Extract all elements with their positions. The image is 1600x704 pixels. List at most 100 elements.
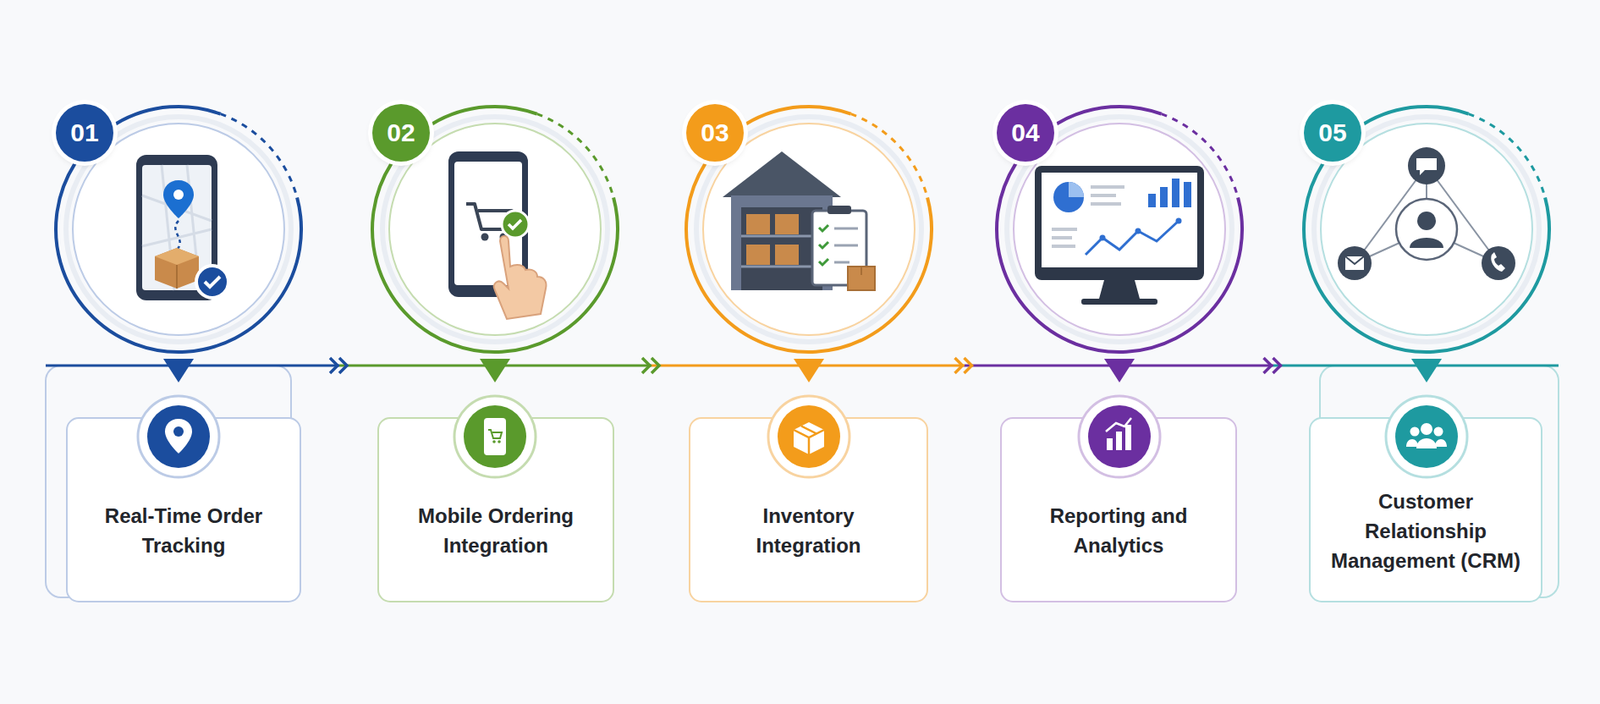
tracking-illustration	[154, 247, 199, 289]
crm-illustration	[1303, 106, 1550, 352]
step-label: Mobile Ordering Integration	[397, 500, 594, 561]
step-number-badge: 05	[1303, 104, 1362, 162]
analytics-illustration	[1183, 181, 1192, 208]
analytics-illustration	[1085, 220, 1179, 255]
inventory-illustration	[741, 207, 823, 291]
box-outline	[65, 365, 302, 603]
analytics-illustration	[1176, 218, 1183, 225]
box-outline	[689, 417, 928, 602]
ordering-illustration	[494, 236, 547, 319]
flow-connector	[301, 364, 378, 368]
step-number: 05	[1318, 120, 1347, 146]
crm-illustration	[1345, 256, 1364, 264]
crm-illustration	[1409, 237, 1444, 248]
crm-illustration	[1416, 158, 1437, 176]
tracking-illustration	[136, 154, 218, 301]
tracking-illustration	[196, 265, 229, 298]
inventory-illustration	[746, 244, 770, 265]
ordering-illustration	[481, 233, 490, 242]
crm-illustration	[1345, 256, 1364, 270]
step-number-badge: 01	[55, 104, 114, 162]
ordering-illustration	[372, 106, 618, 352]
box-outline	[1000, 417, 1237, 602]
step-number: 03	[700, 120, 729, 146]
tracking-illustration	[175, 264, 178, 289]
tracking-icon	[163, 358, 194, 383]
inventory-illustration	[860, 266, 863, 275]
crm-illustration	[1396, 198, 1458, 260]
step-label-box: Reporting and Analytics	[1000, 365, 1238, 603]
ordering-illustration	[500, 233, 508, 242]
inventory-illustration	[851, 114, 929, 198]
step-label: Real-Time Order Tracking	[85, 500, 282, 561]
box-outline	[377, 365, 615, 603]
step-label-box: Real-Time Order Tracking	[65, 365, 302, 603]
box-outline	[1309, 417, 1542, 602]
analytics-illustration	[1099, 280, 1140, 299]
tracking-illustration	[163, 180, 194, 219]
ordering-illustration	[372, 106, 618, 352]
analytics-illustration	[1053, 181, 1084, 213]
flow-line	[1000, 364, 1238, 368]
analytics-illustration	[1068, 181, 1084, 198]
crm-icon	[1411, 358, 1442, 383]
crm-illustration	[1468, 114, 1546, 198]
analytics-illustration	[1135, 228, 1142, 235]
step-label-box: Customer Relationship Management (CRM)	[1308, 365, 1543, 603]
crm-illustration	[1303, 106, 1550, 352]
analytics-illustration	[996, 106, 1243, 352]
step-label-box: Inventory Integration	[688, 365, 929, 603]
inventory-illustration	[847, 266, 875, 291]
flow-connector	[1237, 364, 1309, 368]
inventory-illustration	[746, 214, 770, 235]
tracking-illustration	[220, 114, 298, 198]
crm-illustration	[1417, 211, 1436, 231]
crm-illustration	[1490, 252, 1506, 272]
analytics-illustration	[1099, 235, 1106, 242]
step-number-badge: 03	[686, 104, 744, 162]
analytics-illustration	[1041, 172, 1198, 268]
inventory-icon	[793, 358, 825, 383]
analytics-illustration	[1013, 123, 1226, 336]
ordering-illustration	[389, 123, 601, 336]
tracking-illustration	[55, 106, 302, 352]
flow-connector	[614, 364, 689, 368]
inventory-illustration	[731, 195, 833, 291]
crm-illustration	[1481, 246, 1516, 281]
tracking-illustration	[204, 276, 220, 287]
ordering-icon	[479, 358, 511, 383]
flow-line	[377, 364, 615, 368]
step-number: 02	[386, 120, 415, 146]
step-number: 04	[1011, 120, 1040, 146]
crm-illustration	[1320, 123, 1533, 336]
tracking-illustration	[142, 164, 212, 291]
box-outline	[1000, 365, 1238, 603]
ordering-illustration	[454, 161, 523, 286]
ordering-illustration	[466, 203, 512, 230]
box-outline	[688, 365, 929, 603]
analytics-illustration	[1148, 193, 1156, 208]
step-label: Customer Relationship Management (CRM)	[1327, 486, 1524, 576]
tracking-illustration	[173, 189, 184, 200]
ordering-illustration	[537, 114, 615, 198]
tracking-illustration	[175, 220, 180, 250]
inventory-illustration	[686, 106, 932, 352]
inventory-illustration	[722, 151, 842, 198]
inventory-illustration	[819, 225, 829, 265]
step-label: Inventory Integration	[710, 500, 908, 561]
ordering-illustration	[448, 151, 528, 297]
analytics-illustration	[1160, 186, 1168, 208]
inventory-illustration	[741, 236, 823, 267]
crm-illustration	[1407, 147, 1446, 185]
step-label: Reporting and Analytics	[1020, 500, 1217, 561]
box-outline	[66, 417, 301, 602]
step-number-badge: 02	[372, 104, 430, 162]
tracking-illustration	[154, 247, 199, 265]
flow-connector	[928, 364, 1001, 368]
analytics-illustration	[1171, 178, 1180, 208]
tracking-illustration	[142, 164, 212, 291]
flow-line	[45, 364, 302, 368]
flow-line	[1308, 364, 1559, 368]
inventory-illustration	[686, 106, 932, 352]
